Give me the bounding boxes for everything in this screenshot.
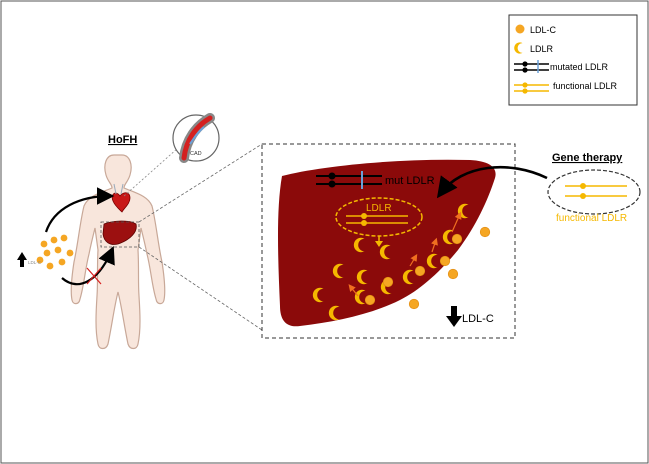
hofh-title: HoFH xyxy=(108,134,137,146)
ldl-c-legend-icon xyxy=(516,25,525,34)
ldlr-oval-label: LDLR xyxy=(366,203,392,214)
gene-therapy-title: Gene therapy xyxy=(552,152,623,164)
legend-functional-ldlr-label: functional LDLR xyxy=(553,81,618,91)
ldl-c-decrease-label: LDL-C xyxy=(462,313,494,325)
legend-mutated-ldlr-label: mutated LDLR xyxy=(550,62,609,72)
legend-ldlr-label: LDLR xyxy=(530,44,554,54)
ldl-c-blood-label: LDL-C xyxy=(28,260,42,265)
cad-artery-inset: CAD xyxy=(124,115,219,196)
human-body-figure xyxy=(71,155,165,349)
cad-label: CAD xyxy=(190,151,202,157)
mut-ldlr-label: mut LDLR xyxy=(385,175,435,187)
ldl-c-particles-blood xyxy=(37,235,74,270)
body-silhouette xyxy=(71,155,165,349)
functional-ldlr-therapy-label: functional LDLR xyxy=(556,213,627,224)
legend-ldl-c-label: LDL-C xyxy=(530,25,557,35)
legend: LDL-C LDLR mutated LDLR functional LDLR xyxy=(509,15,637,105)
gene-therapy-vector xyxy=(548,170,640,214)
ldl-c-increase-arrow-icon xyxy=(17,252,27,267)
functional-ldlr-vector-icon xyxy=(565,183,627,199)
